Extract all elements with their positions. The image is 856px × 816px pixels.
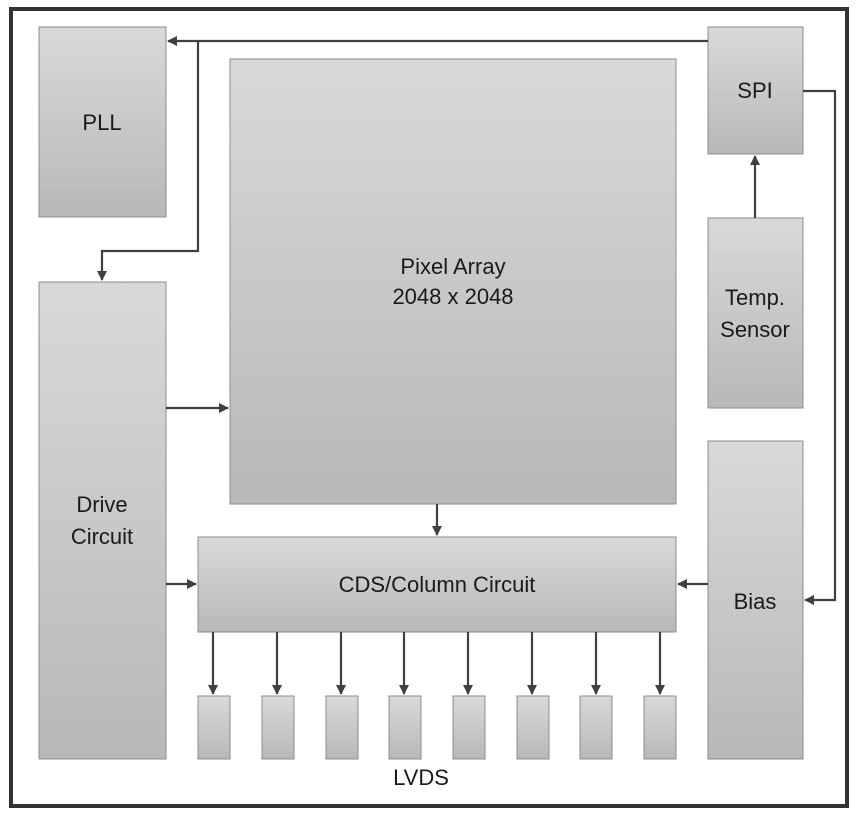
spi-block: SPI — [707, 26, 804, 155]
cds-column-label: CDS/Column Circuit — [339, 572, 536, 597]
lvds-label: LVDS — [393, 765, 449, 790]
pll-block: PLL — [38, 26, 167, 218]
lvds-channel — [261, 695, 295, 760]
temp-sensor-block: Temp. Sensor — [707, 217, 804, 409]
arrow-spi-to-bias — [803, 89, 837, 605]
lvds-channel — [579, 695, 613, 760]
cds-column-block: CDS/Column Circuit — [197, 536, 677, 633]
pixel-array-block: Pixel Array 2048 x 2048 — [229, 58, 677, 505]
lvds-channel — [643, 695, 677, 760]
bias-block: Bias — [707, 440, 804, 760]
spi-label: SPI — [737, 78, 772, 103]
drive-circuit-block: Drive Circuit — [38, 281, 167, 760]
temp-sensor-label-1: Temp. — [725, 285, 785, 310]
lvds-channel — [388, 695, 422, 760]
pll-label: PLL — [82, 110, 121, 135]
drive-circuit-label-2: Circuit — [71, 524, 133, 549]
lvds-channel-group — [197, 695, 677, 760]
drive-circuit-label-1: Drive — [76, 492, 127, 517]
bias-label: Bias — [734, 589, 777, 614]
temp-sensor-label-2: Sensor — [720, 317, 790, 342]
lvds-channel — [516, 695, 550, 760]
arrow-spi-to-drive — [97, 41, 200, 281]
lvds-channel — [197, 695, 231, 760]
connector-group — [97, 36, 837, 695]
lvds-channel — [452, 695, 486, 760]
pixel-array-size: 2048 x 2048 — [392, 284, 513, 309]
lvds-channel — [325, 695, 359, 760]
chip-outline — [9, 7, 849, 808]
pixel-array-label: Pixel Array — [400, 254, 505, 279]
